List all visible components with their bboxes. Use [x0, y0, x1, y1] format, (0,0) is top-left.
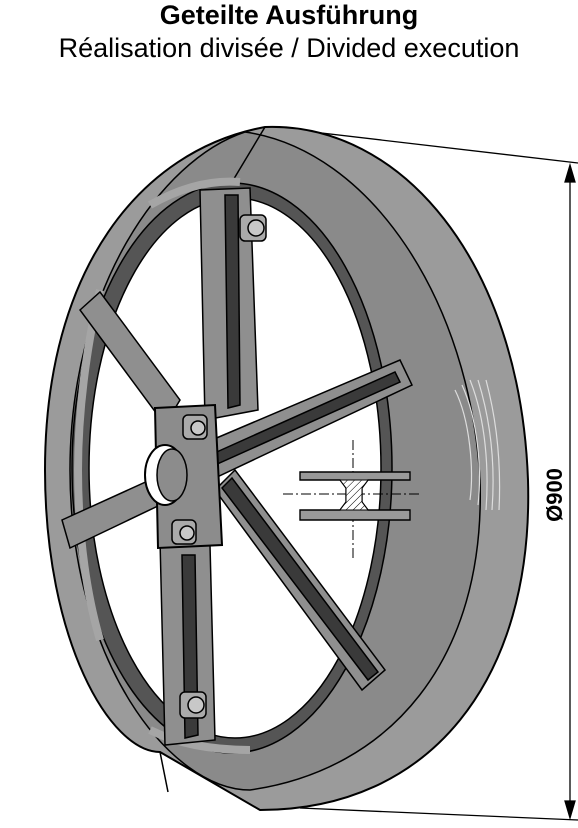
bolt-hub-lower: [171, 519, 197, 545]
title: Geteilte Ausführung: [159, 0, 419, 30]
bolt-bottom: [179, 691, 207, 719]
bolt-top: [239, 214, 267, 242]
spokes: [61, 187, 414, 746]
bolts: [171, 214, 267, 719]
bolt-hub-upper: [182, 414, 208, 440]
diameter-label: Ø900: [542, 468, 567, 522]
cross-section: [283, 440, 420, 558]
hub: [144, 403, 224, 550]
subtitle: Réalisation divisée / Divided execution: [58, 33, 520, 63]
